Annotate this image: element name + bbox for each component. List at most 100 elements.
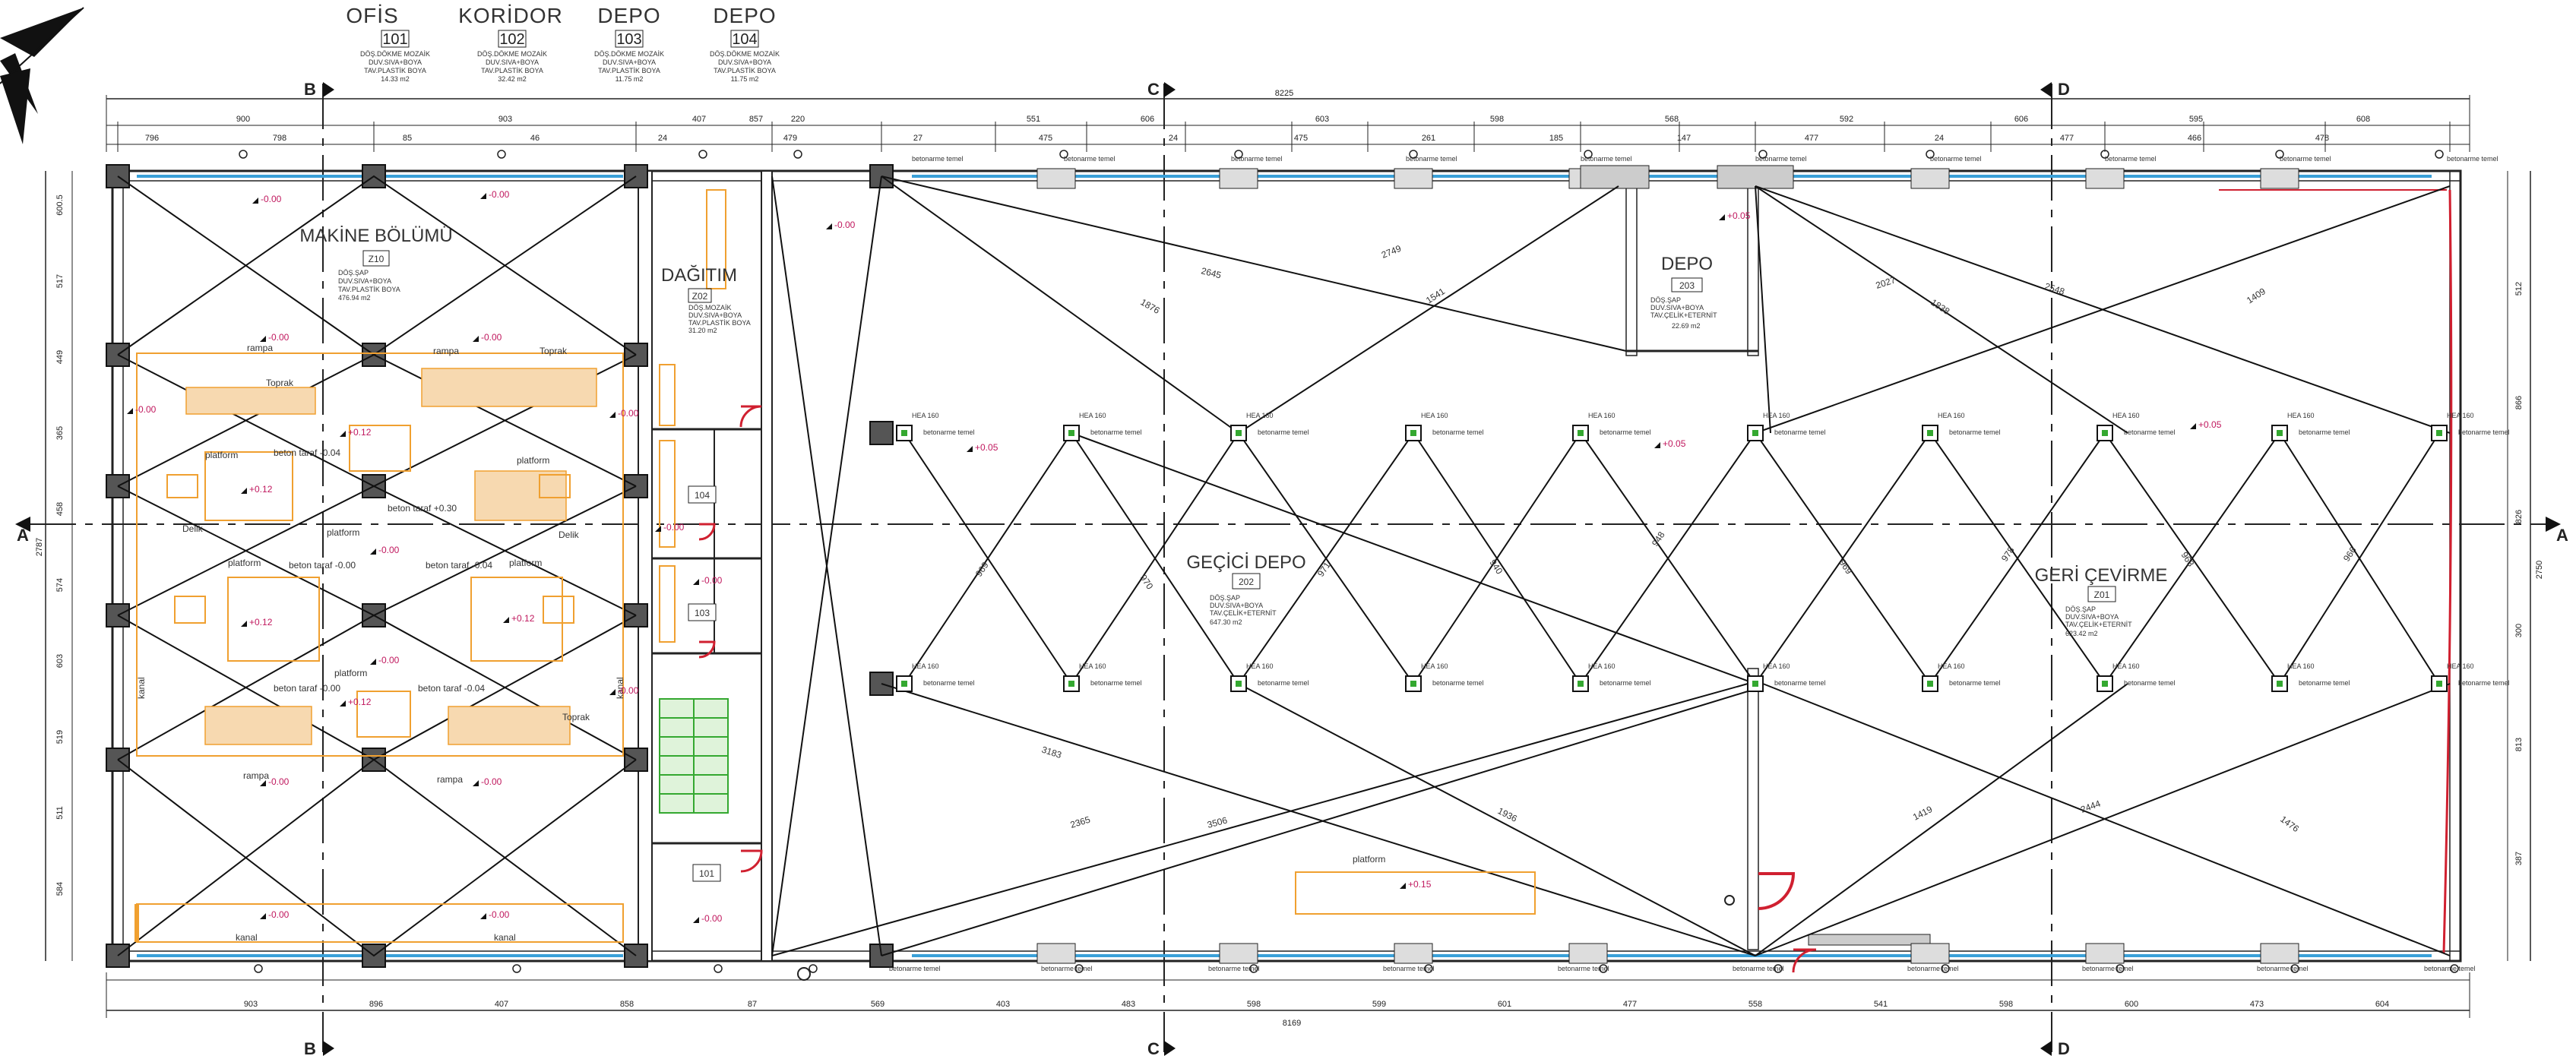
svg-text:940: 940 (1488, 558, 1505, 577)
elevation-marker-icon (340, 700, 346, 707)
bottom-dim-label: 569 (871, 1000, 885, 1009)
drain-icon (512, 964, 521, 973)
drain-icon (809, 964, 818, 973)
svg-text:platform: platform (205, 450, 238, 460)
column (869, 421, 894, 445)
foundation-label: betonarme temel (1406, 155, 1457, 163)
wall-pier (1568, 943, 1608, 964)
hea-column-core (1410, 430, 1416, 436)
elevation-label: -0.00 (135, 404, 157, 415)
svg-text:TAV.PLASTİK BOYA: TAV.PLASTİK BOYA (598, 67, 660, 74)
foundation-label: betonarme temel (2299, 679, 2350, 687)
svg-text:Toprak: Toprak (266, 378, 294, 388)
left-dim-label: 517 (55, 274, 65, 288)
drain-icon (1724, 895, 1735, 906)
elevation-marker-icon (655, 526, 661, 532)
svg-text:DUV.SIVA+BOYA: DUV.SIVA+BOYA (688, 311, 742, 319)
top-dim-label: 603 (1315, 115, 1329, 124)
hea-column-core (2436, 430, 2442, 436)
hea-column-core (1068, 430, 1074, 436)
svg-text:GEÇİCİ DEPO: GEÇİCİ DEPO (1186, 552, 1305, 573)
bottom-dim-label: 600 (2125, 1000, 2138, 1009)
svg-text:101: 101 (382, 31, 407, 48)
svg-text:969: 969 (1837, 558, 1855, 577)
foundation-label: betonarme temel (1600, 428, 1651, 436)
elevation-label: +0.05 (2198, 419, 2222, 430)
svg-text:DÖŞ.DÖKME MOZAİK: DÖŞ.DÖKME MOZAİK (594, 50, 664, 58)
wall-pier (1580, 165, 1650, 189)
column (869, 944, 894, 968)
foundation-label: betonarme temel (1907, 965, 1959, 972)
bottom-dim-label: 473 (2250, 1000, 2264, 1009)
elevation-marker-icon (693, 917, 699, 923)
svg-text:rampa: rampa (247, 343, 273, 353)
svg-text:978: 978 (1999, 545, 2017, 564)
svg-text:Z01: Z01 (2094, 590, 2110, 600)
foundation-label: betonarme temel (1755, 155, 1807, 163)
wall-pier (1394, 168, 1433, 189)
svg-text:Delik: Delik (559, 530, 580, 540)
hea-label: HEA 160 (1938, 412, 1965, 419)
elevation-marker-icon (252, 198, 258, 204)
axis-a: A A (15, 517, 2568, 545)
elevation-marker-icon (1400, 883, 1406, 889)
drain-icon (797, 967, 811, 981)
foundation-label: betonarme temel (1432, 428, 1484, 436)
svg-text:platform: platform (334, 668, 367, 678)
elevation-marker-icon (2190, 423, 2196, 429)
left-dim-label: 449 (55, 350, 65, 364)
hea-label: HEA 160 (1588, 412, 1616, 419)
elevation-label: -0.00 (261, 194, 282, 204)
svg-text:2645: 2645 (1200, 265, 1223, 280)
foundation-label: betonarme temel (912, 155, 964, 163)
top-dim2-label: 85 (403, 134, 412, 143)
top-dim2-label: 24 (1935, 134, 1944, 143)
svg-text:8169: 8169 (1283, 1019, 1301, 1028)
elevation-marker-icon (370, 659, 376, 665)
top-dim-label: 857 (749, 115, 763, 124)
column (869, 164, 894, 188)
elevation-label: -0.00 (378, 545, 400, 555)
top-dim-label: 220 (791, 115, 805, 124)
svg-text:DÖŞ.ŞAP: DÖŞ.ŞAP (1210, 594, 1240, 602)
svg-text:DÖŞ.DÖKME MOZAİK: DÖŞ.DÖKME MOZAİK (477, 50, 547, 58)
wall-pier (1036, 168, 1076, 189)
room-makine: MAKİNE BÖLÜMÜ Z10 DÖŞ.ŞAP DUV.SIVA+BOYA … (299, 226, 452, 302)
hea-label: HEA 160 (2447, 662, 2474, 670)
foundation-label: betonarme temel (1258, 428, 1309, 436)
elevation-label: -0.00 (489, 189, 510, 200)
left-dim-label: 600.5 (55, 194, 65, 216)
elevation-marker-icon (260, 913, 266, 919)
top-dim-label: 903 (498, 115, 512, 124)
svg-text:platform: platform (517, 455, 549, 466)
bottom-dim-label: 598 (1247, 1000, 1261, 1009)
foundation-label: betonarme temel (2458, 679, 2510, 687)
hea-column-core (1752, 430, 1758, 436)
svg-text:948: 948 (1650, 530, 1667, 548)
foundation-label: betonarme temel (1733, 965, 1784, 972)
foundation-label: betonarme temel (2447, 155, 2498, 163)
top-dim2-label: 478 (2315, 134, 2329, 143)
svg-text:KORİDOR: KORİDOR (458, 4, 563, 27)
svg-text:DEPO: DEPO (597, 4, 660, 27)
drain-icon (239, 150, 248, 159)
wall-pier (1394, 943, 1433, 964)
top-dim2-label: 24 (1169, 134, 1178, 143)
svg-text:rampa: rampa (437, 774, 463, 785)
drain-icon (1599, 964, 1608, 973)
elevation-label: -0.00 (618, 408, 639, 419)
elevation-marker-icon (967, 446, 973, 452)
svg-text:TAV.PLASTİK BOYA: TAV.PLASTİK BOYA (338, 286, 400, 293)
foundation-label: betonarme temel (1600, 679, 1651, 687)
top-dim-label: 608 (2356, 115, 2370, 124)
elevation-label: +0.12 (249, 617, 273, 627)
wall-pier (1219, 168, 1258, 189)
hea-label: HEA 160 (2112, 412, 2140, 419)
elevation-label: +0.05 (1663, 438, 1686, 449)
axis-c: C C (1147, 80, 1176, 1058)
svg-text:platform: platform (327, 527, 359, 538)
svg-text:11.75 m2: 11.75 m2 (731, 75, 759, 83)
svg-text:DÖŞ.DÖKME MOZAİK: DÖŞ.DÖKME MOZAİK (360, 50, 430, 58)
machine-area-labels: rampa rampa Toprak Toprak platform platf… (136, 343, 1385, 943)
